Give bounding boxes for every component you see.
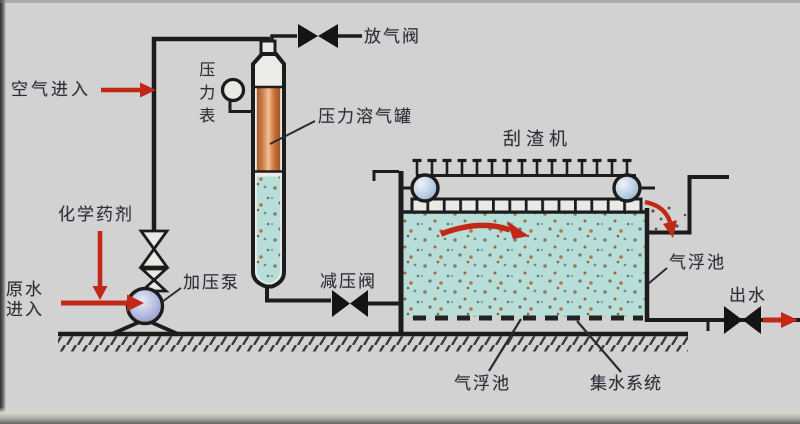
ground-line: [58, 331, 688, 352]
label-reducing-valve: 减压阀: [320, 272, 377, 291]
chemical-feed-arrow: [92, 231, 108, 300]
scum-specks: [651, 206, 687, 231]
tank-flow-arrow: [440, 221, 529, 239]
label-flotation-tank-bottom: 气浮池: [454, 374, 511, 393]
raw-water-arrow: [61, 294, 144, 312]
label-flotation-tank: 气浮池: [669, 253, 726, 272]
pressure-gauge-symbol: [220, 77, 253, 113]
scraper-pulley-right: [612, 173, 642, 203]
frame-edge-top: [0, 0, 800, 3]
air-in-arrow: [101, 82, 156, 98]
chemical-feed-valves-symbol: [138, 229, 170, 293]
pressure-pump-symbol: [111, 286, 179, 336]
scum-trough: [647, 175, 729, 235]
label-air-in: 空气进入: [11, 80, 91, 99]
label-pump: 加压泵: [183, 273, 240, 292]
frame-edge-left: [0, 0, 6, 424]
inlet-baffle-bracket: [372, 170, 399, 181]
pressure-reducing-valve-symbol: [332, 290, 399, 317]
saturator-water-zone: [256, 176, 281, 283]
frame-edge-bottom: [0, 407, 800, 424]
label-saturator: 压力溶气罐: [318, 107, 413, 126]
label-pointer-lines: [161, 120, 668, 373]
flotation-tank-water: [403, 213, 645, 317]
saturator-vessel: [251, 39, 286, 289]
water-out-arrow: [763, 312, 798, 328]
saturator-air-zone: [256, 87, 281, 171]
label-raw-water: 原水进入: [6, 280, 44, 320]
label-scraper: 刮渣机: [503, 129, 572, 149]
scraper-pulley-left: [410, 173, 440, 203]
flow-arrows: [61, 82, 798, 328]
scraper-flight-belt: [410, 197, 643, 214]
scum-discharge-arrow: [644, 199, 677, 238]
air-release-valve-symbol: [270, 24, 362, 48]
label-pressure-gauge: 压力表: [196, 61, 214, 130]
label-chemical: 化学药剂: [58, 205, 134, 224]
label-collection-system: 集水系统: [590, 374, 662, 393]
scraper-conveyor: [399, 158, 655, 214]
label-air-release-valve: 放气阀: [364, 27, 421, 46]
label-water-out: 出水: [729, 286, 767, 305]
saturator-outlet-pipe: [265, 286, 331, 303]
scraper-tines: [410, 158, 634, 177]
outlet-valve-symbol: [724, 306, 761, 334]
